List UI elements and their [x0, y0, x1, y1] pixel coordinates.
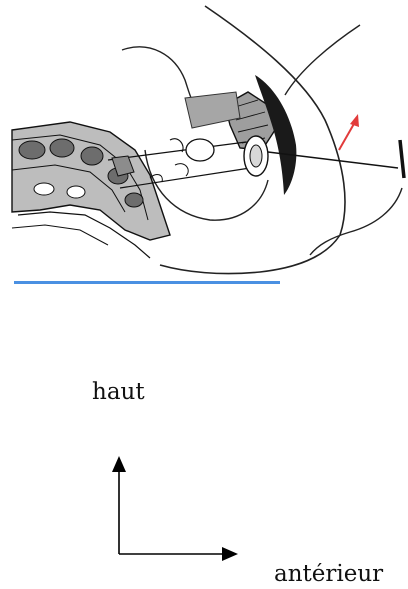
right-leg-contour: [285, 25, 360, 95]
up-direction-label: haut: [92, 381, 145, 404]
anterior-arrow-icon: [119, 547, 238, 561]
spine-sacrum: [12, 122, 170, 258]
table-baseline: [14, 281, 280, 284]
red-direction-arrow: [339, 114, 359, 150]
up-arrow-icon: [112, 456, 126, 554]
thigh-contour: [310, 188, 402, 255]
anterior-direction-label: antérieur: [274, 563, 408, 586]
sagittal-anatomy-illustration: [0, 0, 408, 300]
orientation-axes: [100, 450, 250, 562]
